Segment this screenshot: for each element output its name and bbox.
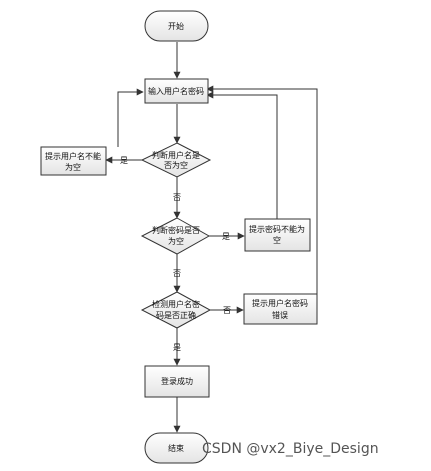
check-password-label-line2: 为空	[168, 236, 184, 246]
input-node: 输入用户名密码	[144, 78, 209, 104]
check-username-label-line2: 否为空	[164, 160, 188, 170]
warn-credentials-label-line2: 错误	[272, 310, 288, 320]
edge-warn-password-loop	[206, 91, 278, 219]
edge-warn-username-loop	[117, 88, 144, 147]
check-password-decision: 判断密码是否 为空	[140, 217, 211, 255]
edge-label-password-yes: 是	[222, 232, 230, 241]
end-node: 结束	[144, 432, 209, 464]
edge-label-username-no: 否	[173, 193, 181, 202]
check-credentials-label-line2: 码是否正确	[156, 310, 196, 320]
warn-username-empty-node: 提示用户名不能 为空	[40, 146, 107, 176]
edge-warn-credentials-loop	[206, 85, 318, 310]
edge-label-username-yes: 是	[120, 156, 128, 165]
watermark-text: CSDN @vx2_Biye_Design	[202, 441, 379, 457]
login-success-node: 登录成功	[144, 365, 210, 398]
edge-labels: 是 否 是 否 否 是	[120, 156, 231, 352]
start-label: 开始	[168, 21, 184, 31]
check-password-label-line1: 判断密码是否	[152, 225, 200, 235]
warn-password-empty-node: 提示密码不能为 空	[244, 218, 311, 252]
check-credentials-label-line1: 检测用户名密	[152, 299, 200, 309]
warn-credentials-label-line1: 提示用户名密码	[252, 298, 308, 308]
check-credentials-decision: 检测用户名密 码是否正确	[140, 291, 212, 329]
end-label: 结束	[168, 443, 184, 453]
edge-label-password-no: 否	[173, 269, 181, 278]
warn-password-label-line2: 空	[273, 235, 281, 245]
start-node: 开始	[144, 10, 209, 42]
input-label: 输入用户名密码	[148, 86, 204, 96]
edges	[105, 42, 318, 433]
warn-username-label-line2: 为空	[65, 162, 81, 172]
edge-label-credentials-no: 否	[223, 306, 231, 315]
edge-label-credentials-yes: 是	[173, 343, 181, 352]
warn-password-label-line1: 提示密码不能为	[249, 224, 305, 234]
login-success-label: 登录成功	[161, 376, 193, 386]
check-username-label-line1: 判断用户名是	[152, 150, 200, 160]
warn-username-label-line1: 提示用户名不能	[45, 151, 101, 161]
check-username-decision: 判断用户名是 否为空	[140, 142, 212, 178]
warn-credentials-error-node: 提示用户名密码 错误	[243, 293, 318, 325]
